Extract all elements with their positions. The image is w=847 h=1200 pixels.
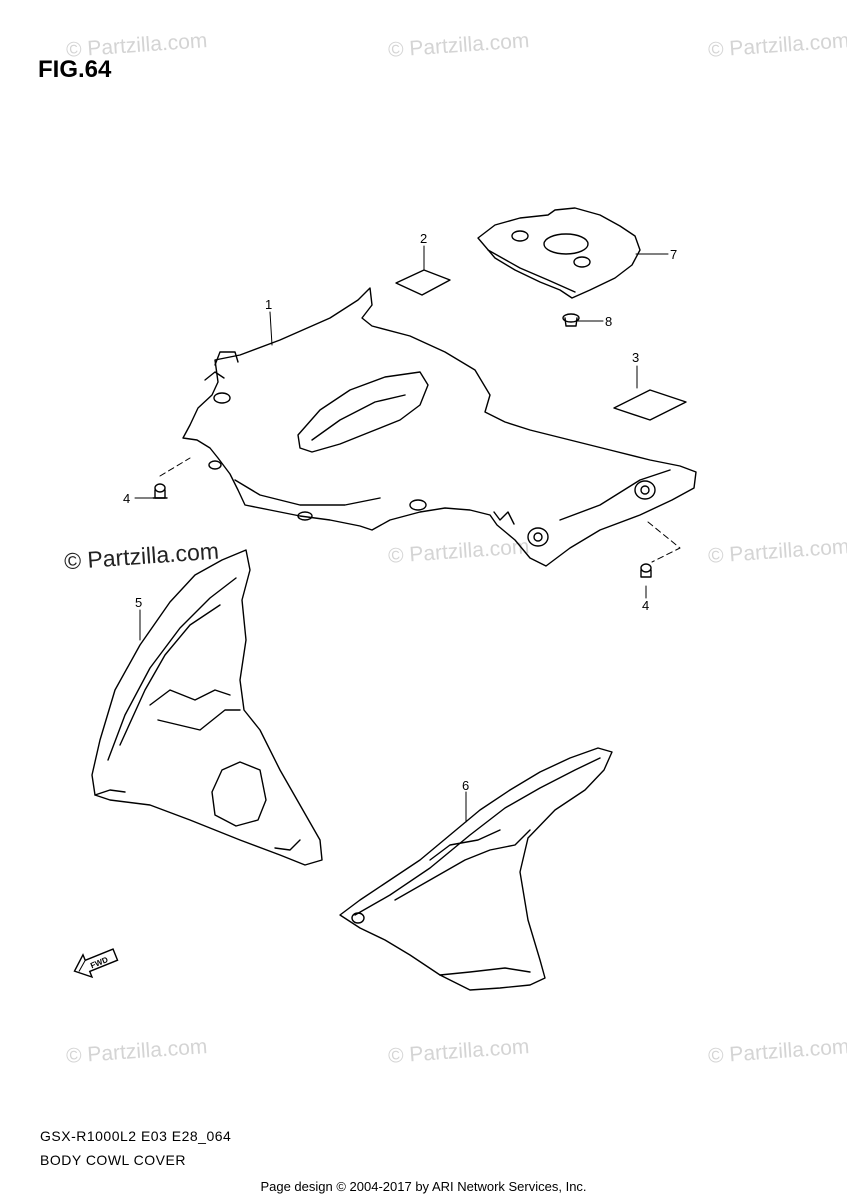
callout-4-left: 4 [123, 491, 130, 506]
part-4-clip-left [152, 483, 168, 499]
part-2-pad [395, 269, 451, 296]
part-5-under-cover-left [91, 549, 323, 866]
callout-6: 6 [462, 778, 469, 793]
part-8-screw [562, 313, 580, 327]
section-name: BODY COWL COVER [40, 1152, 186, 1168]
figure-title: FIG.64 [38, 56, 112, 83]
model-code: GSX-R1000L2 E03 E28_064 [40, 1128, 232, 1144]
callout-4-right: 4 [642, 598, 649, 613]
page-credit: Page design © 2004-2017 by ARI Network S… [260, 1179, 587, 1194]
callout-2: 2 [420, 231, 427, 246]
part-1-body-cowl-cover [182, 287, 697, 567]
callout-7: 7 [670, 247, 677, 262]
part-4-clip-right [640, 563, 652, 578]
part-6-under-cover-right [339, 747, 613, 991]
callout-3: 3 [632, 350, 639, 365]
callout-8: 8 [605, 314, 612, 329]
part-3-pad [613, 389, 687, 421]
callout-1: 1 [265, 297, 272, 312]
forward-arrow-icon: FWD [73, 948, 119, 979]
callout-5: 5 [135, 595, 142, 610]
part-7-cover [477, 207, 641, 299]
leader-lines [134, 245, 681, 823]
